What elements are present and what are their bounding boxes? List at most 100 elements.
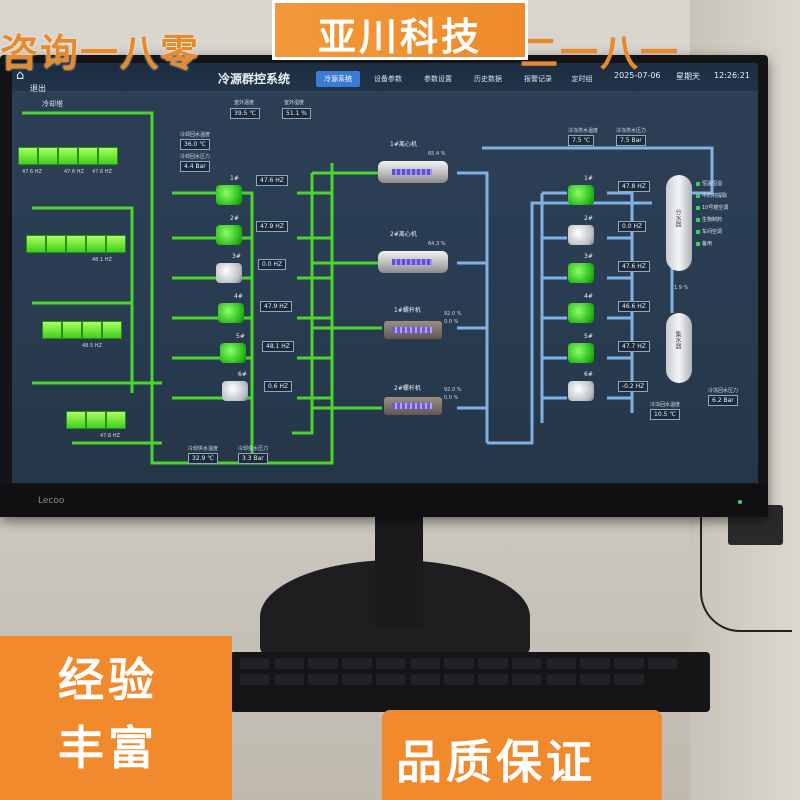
cooling-tower[interactable] xyxy=(86,411,106,429)
load-label: 恒温恒湿 xyxy=(702,181,723,187)
screw-chiller-2[interactable] xyxy=(384,397,442,415)
cooling-tower[interactable] xyxy=(86,235,106,253)
chilled-pump-1[interactable] xyxy=(568,185,594,205)
cooling-pump-freq: 0.0 HZ xyxy=(258,259,287,270)
top-bar xyxy=(12,63,758,91)
pipe-network xyxy=(22,111,714,465)
monitor-chin xyxy=(0,485,768,517)
tower-freq: 48.1 HZ xyxy=(92,257,112,263)
system-title: 冷源群控系统 xyxy=(218,72,291,86)
cooling-tower[interactable] xyxy=(102,321,122,339)
cooling-tower[interactable] xyxy=(58,147,78,165)
cooling-tower[interactable] xyxy=(38,147,58,165)
chilled-supply-pres-value: 7.5 Bar xyxy=(616,135,646,146)
cooling-tower[interactable] xyxy=(82,321,102,339)
chiller-load-2: 0.0 % xyxy=(444,395,459,401)
cooling-tower[interactable] xyxy=(106,411,126,429)
overlay-phone-left: 咨询一八零 xyxy=(0,31,201,75)
chilled-return-pres-value: 6.2 Bar xyxy=(708,395,738,406)
cooling-return-pres-label: 冷却回水压力 xyxy=(180,154,211,160)
chiller-name: 2#螺杆机 xyxy=(394,385,421,392)
load-dot xyxy=(696,230,700,234)
cooling-tower[interactable] xyxy=(66,235,86,253)
chilled-pump-4[interactable] xyxy=(568,303,594,323)
load-dot xyxy=(696,182,700,186)
chiller-name: 1#螺杆机 xyxy=(394,307,421,314)
cooling-tower[interactable] xyxy=(78,147,98,165)
power-led xyxy=(738,500,742,504)
chilled-pump-2[interactable] xyxy=(568,225,594,245)
load-dot xyxy=(696,218,700,222)
load-label: 车间空调 xyxy=(702,229,723,235)
chiller-coil xyxy=(392,259,432,265)
water-collector-tank[interactable] xyxy=(666,313,692,383)
cooling-pump-4[interactable] xyxy=(218,303,244,323)
chilled-pump-5[interactable] xyxy=(568,343,594,363)
cooling-return-temp-label: 冷却回水温度 xyxy=(180,132,211,138)
chilled-pump-6[interactable] xyxy=(568,381,594,401)
tab-equipment-params[interactable]: 设备参数 xyxy=(374,75,402,83)
chilled-pump-name: 2# xyxy=(584,215,593,222)
centrifugal-chiller-2[interactable] xyxy=(378,251,448,273)
cooling-tower-label: 冷却塔 xyxy=(42,100,63,108)
tab-cooling-system[interactable]: 冷源系统 xyxy=(316,71,360,87)
cooling-supply-pres-value: 3.3 Bar xyxy=(238,453,268,464)
screw-chiller-1[interactable] xyxy=(384,321,442,339)
cooling-tower[interactable] xyxy=(46,235,66,253)
load-dot xyxy=(696,206,700,210)
cooling-tower[interactable] xyxy=(26,235,46,253)
overlay-title-box xyxy=(272,0,528,60)
scada-screen: ⌂ 退出 冷源群控系统 冷源系统 设备参数 参数设置 历史数据 报警记录 定时组… xyxy=(12,63,758,483)
cooling-pump-3[interactable] xyxy=(216,263,242,283)
chilled-pump-3[interactable] xyxy=(568,263,594,283)
chilled-pump-freq: 46.6 HZ xyxy=(618,301,650,312)
outdoor-temp-value: 39.5 ℃ xyxy=(230,108,261,119)
chilled-return-pres-label: 冷冻回水压力 xyxy=(708,388,739,394)
outdoor-temp-label: 室外温度 xyxy=(234,100,255,106)
cooling-tower[interactable] xyxy=(42,321,62,339)
cooling-tower[interactable] xyxy=(18,147,38,165)
load-dot xyxy=(696,242,700,246)
cooling-tower[interactable] xyxy=(98,147,118,165)
chilled-pump-name: 4# xyxy=(584,293,593,300)
tower-freq: 47.6 HZ xyxy=(92,169,112,175)
chiller-load: 92.0 % xyxy=(444,387,462,393)
distributor-label: 分水器 xyxy=(674,209,681,227)
cooling-pump-2[interactable] xyxy=(216,225,242,245)
chiller-load: 92.0 % xyxy=(444,311,462,317)
chilled-pump-name: 3# xyxy=(584,253,593,260)
home-icon[interactable]: ⌂ xyxy=(16,68,25,83)
cooling-tower[interactable] xyxy=(62,321,82,339)
tab-alarms[interactable]: 报警记录 xyxy=(524,75,552,83)
overlay-experience-box xyxy=(0,636,232,800)
cooling-pump-freq: 0.6 HZ xyxy=(264,381,293,392)
chiller-load-2: 0.0 % xyxy=(444,319,459,325)
logout-button[interactable]: 退出 xyxy=(30,84,46,93)
overlay-company-title: 亚川科技 xyxy=(317,15,482,59)
cooling-pump-name: 4# xyxy=(234,293,243,300)
cooling-pump-name: 5# xyxy=(236,333,245,340)
overlay-phone-right: 二一八一 xyxy=(520,31,681,75)
overlay-experience-line1: 经验 xyxy=(58,653,158,707)
tab-timer-groups[interactable]: 定时组 xyxy=(571,75,593,83)
tab-param-settings[interactable]: 参数设置 xyxy=(424,75,452,83)
cooling-return-pres-value: 4.4 Bar xyxy=(180,161,210,172)
outdoor-humidity-value: 51.1 % xyxy=(282,108,311,119)
chilled-return-temp-value: 10.5 ℃ xyxy=(650,409,681,420)
cooling-supply-temp-label: 冷却供水温度 xyxy=(188,446,219,452)
load-dot xyxy=(696,194,700,198)
centrifugal-chiller-1[interactable] xyxy=(378,161,448,183)
overlay-quality-text: 品质保证 xyxy=(396,735,596,789)
water-distributor-tank[interactable] xyxy=(666,175,692,271)
cooling-pump-freq: 47.6 HZ xyxy=(256,175,288,186)
chilled-pump-name: 6# xyxy=(584,371,593,378)
cooling-pump-1[interactable] xyxy=(216,185,242,205)
keyboard-keys xyxy=(240,658,700,708)
cooling-tower[interactable] xyxy=(66,411,86,429)
chilled-supply-pres-label: 冷冻供水压力 xyxy=(616,128,647,134)
chilled-supply-temp-value: 7.5 ℃ xyxy=(568,135,595,146)
cooling-tower[interactable] xyxy=(106,235,126,253)
tab-history[interactable]: 历史数据 xyxy=(474,75,502,83)
cooling-pump-5[interactable] xyxy=(220,343,246,363)
cooling-pump-6[interactable] xyxy=(222,381,248,401)
